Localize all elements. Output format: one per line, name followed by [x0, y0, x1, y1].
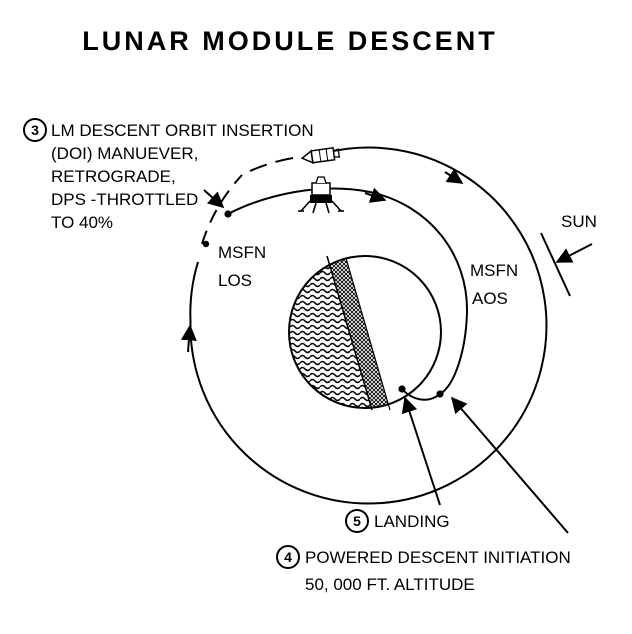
lunar-module-icon: [298, 176, 344, 214]
doi-label: 3 LM DESCENT ORBIT INSERTION (DOI) MANUE…: [23, 118, 314, 232]
moon: [288, 255, 442, 411]
sun-label: SUN: [561, 212, 597, 231]
doi-label-line: DPS -THROTTLED: [51, 190, 198, 209]
doi-label-line: LM DESCENT ORBIT INSERTION: [51, 121, 314, 140]
pdi-label-line: POWERED DESCENT INITIATION: [305, 548, 571, 567]
landing-pointer-arrow: [401, 396, 441, 506]
landing-point: [398, 385, 406, 393]
landing-label-text: LANDING: [374, 512, 450, 531]
pdi-label: 4 POWERED DESCENT INITIATION 50, 000 FT.…: [276, 545, 571, 594]
doi-label-line: RETROGRADE,: [51, 167, 176, 186]
doi-point: [224, 210, 232, 218]
orbit-direction-arrow: [180, 324, 197, 353]
descent-direction-arrow: [364, 187, 387, 203]
pdi-label-line: 50, 000 FT. ALTITUDE: [305, 575, 475, 594]
sun-indicator: SUN: [540, 212, 597, 297]
pdi-point: [436, 390, 444, 398]
csm-orbit: [189, 146, 548, 505]
orbit-direction-arrow: [444, 168, 464, 184]
sun-direction-arrow: [555, 243, 593, 263]
step-number: 3: [31, 122, 39, 138]
msfn-aos-label: AOS: [472, 289, 508, 308]
pdi-pointer-arrow: [450, 396, 569, 534]
landing-label: 5 LANDING: [345, 509, 450, 533]
msfn-aos-label: MSFN: [470, 261, 518, 280]
sun-rays-line: [540, 232, 571, 297]
step-number: 5: [353, 513, 361, 529]
diagram-title: LUNAR MODULE DESCENT: [82, 26, 498, 56]
step-number: 4: [284, 549, 292, 565]
msfn-los-point: [202, 240, 210, 248]
doi-pointer-arrow: [203, 189, 225, 209]
csm-spacecraft-icon: [300, 146, 341, 164]
step-number-badge: [23, 118, 47, 142]
msfn-los-label: MSFN: [218, 243, 266, 262]
doi-label-line: (DOI) MANUEVER,: [51, 144, 198, 163]
step-number-badge: [276, 545, 300, 569]
step-number-badge: [345, 509, 369, 533]
msfn-los-label: LOS: [218, 271, 252, 290]
doi-label-line: TO 40%: [51, 213, 113, 232]
